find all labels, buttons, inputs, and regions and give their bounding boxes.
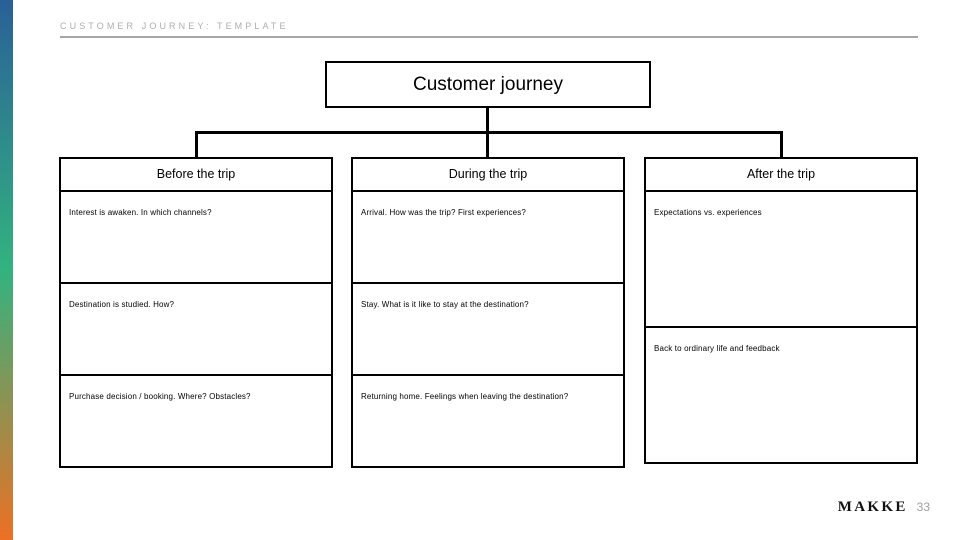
journey-cell-text: Stay. What is it like to stay at the des… <box>361 300 529 309</box>
column-header-label: During the trip <box>448 167 528 182</box>
journey-cell-text: Expectations vs. experiences <box>654 208 762 217</box>
page-title: Customer journey <box>413 74 563 95</box>
accent-gradient-bar <box>0 0 13 540</box>
brand-logo: MAKKE <box>837 499 908 515</box>
column-header-label: After the trip <box>746 167 816 182</box>
connector-drop-right <box>780 131 783 158</box>
connector-drop-left <box>195 131 198 158</box>
journey-cell-text: Returning home. Feelings when leaving th… <box>361 392 569 401</box>
journey-cell: Expectations vs. experiences <box>644 190 918 328</box>
journey-cell-text: Back to ordinary life and feedback <box>654 344 780 353</box>
connector-drop-center <box>486 131 489 158</box>
journey-cell: Returning home. Feelings when leaving th… <box>351 374 625 468</box>
column-header: During the trip <box>351 157 625 192</box>
journey-cell: Stay. What is it like to stay at the des… <box>351 282 625 376</box>
slide-footer: MAKKE 33 <box>838 499 930 516</box>
journey-column-after-the-trip: After the trip Expectations vs. experien… <box>644 157 918 464</box>
journey-cell: Arrival. How was the trip? First experie… <box>351 190 625 284</box>
diagram-root-node: Customer journey <box>325 61 651 108</box>
journey-column-before-the-trip: Before the trip Interest is awaken. In w… <box>59 157 333 468</box>
column-header-label: Before the trip <box>156 167 236 182</box>
header-divider <box>60 36 918 38</box>
journey-cell: Destination is studied. How? <box>59 282 333 376</box>
journey-cell-text: Destination is studied. How? <box>69 300 175 309</box>
connector-horizontal-bus <box>195 131 783 134</box>
column-header: Before the trip <box>59 157 333 192</box>
journey-cell: Back to ordinary life and feedback <box>644 326 918 464</box>
journey-column-during-the-trip: During the trip Arrival. How was the tri… <box>351 157 625 468</box>
journey-cell: Interest is awaken. In which channels? <box>59 190 333 284</box>
journey-cell: Purchase decision / booking. Where? Obst… <box>59 374 333 468</box>
connector-stem <box>486 108 489 134</box>
journey-cell-text: Interest is awaken. In which channels? <box>69 208 212 217</box>
journey-cell-text: Purchase decision / booking. Where? Obst… <box>69 392 251 401</box>
column-header: After the trip <box>644 157 918 192</box>
page-number: 33 <box>916 500 930 514</box>
slide-kicker: CUSTOMER JOURNEY: TEMPLATE <box>60 21 289 31</box>
journey-cell-text: Arrival. How was the trip? First experie… <box>361 208 527 217</box>
